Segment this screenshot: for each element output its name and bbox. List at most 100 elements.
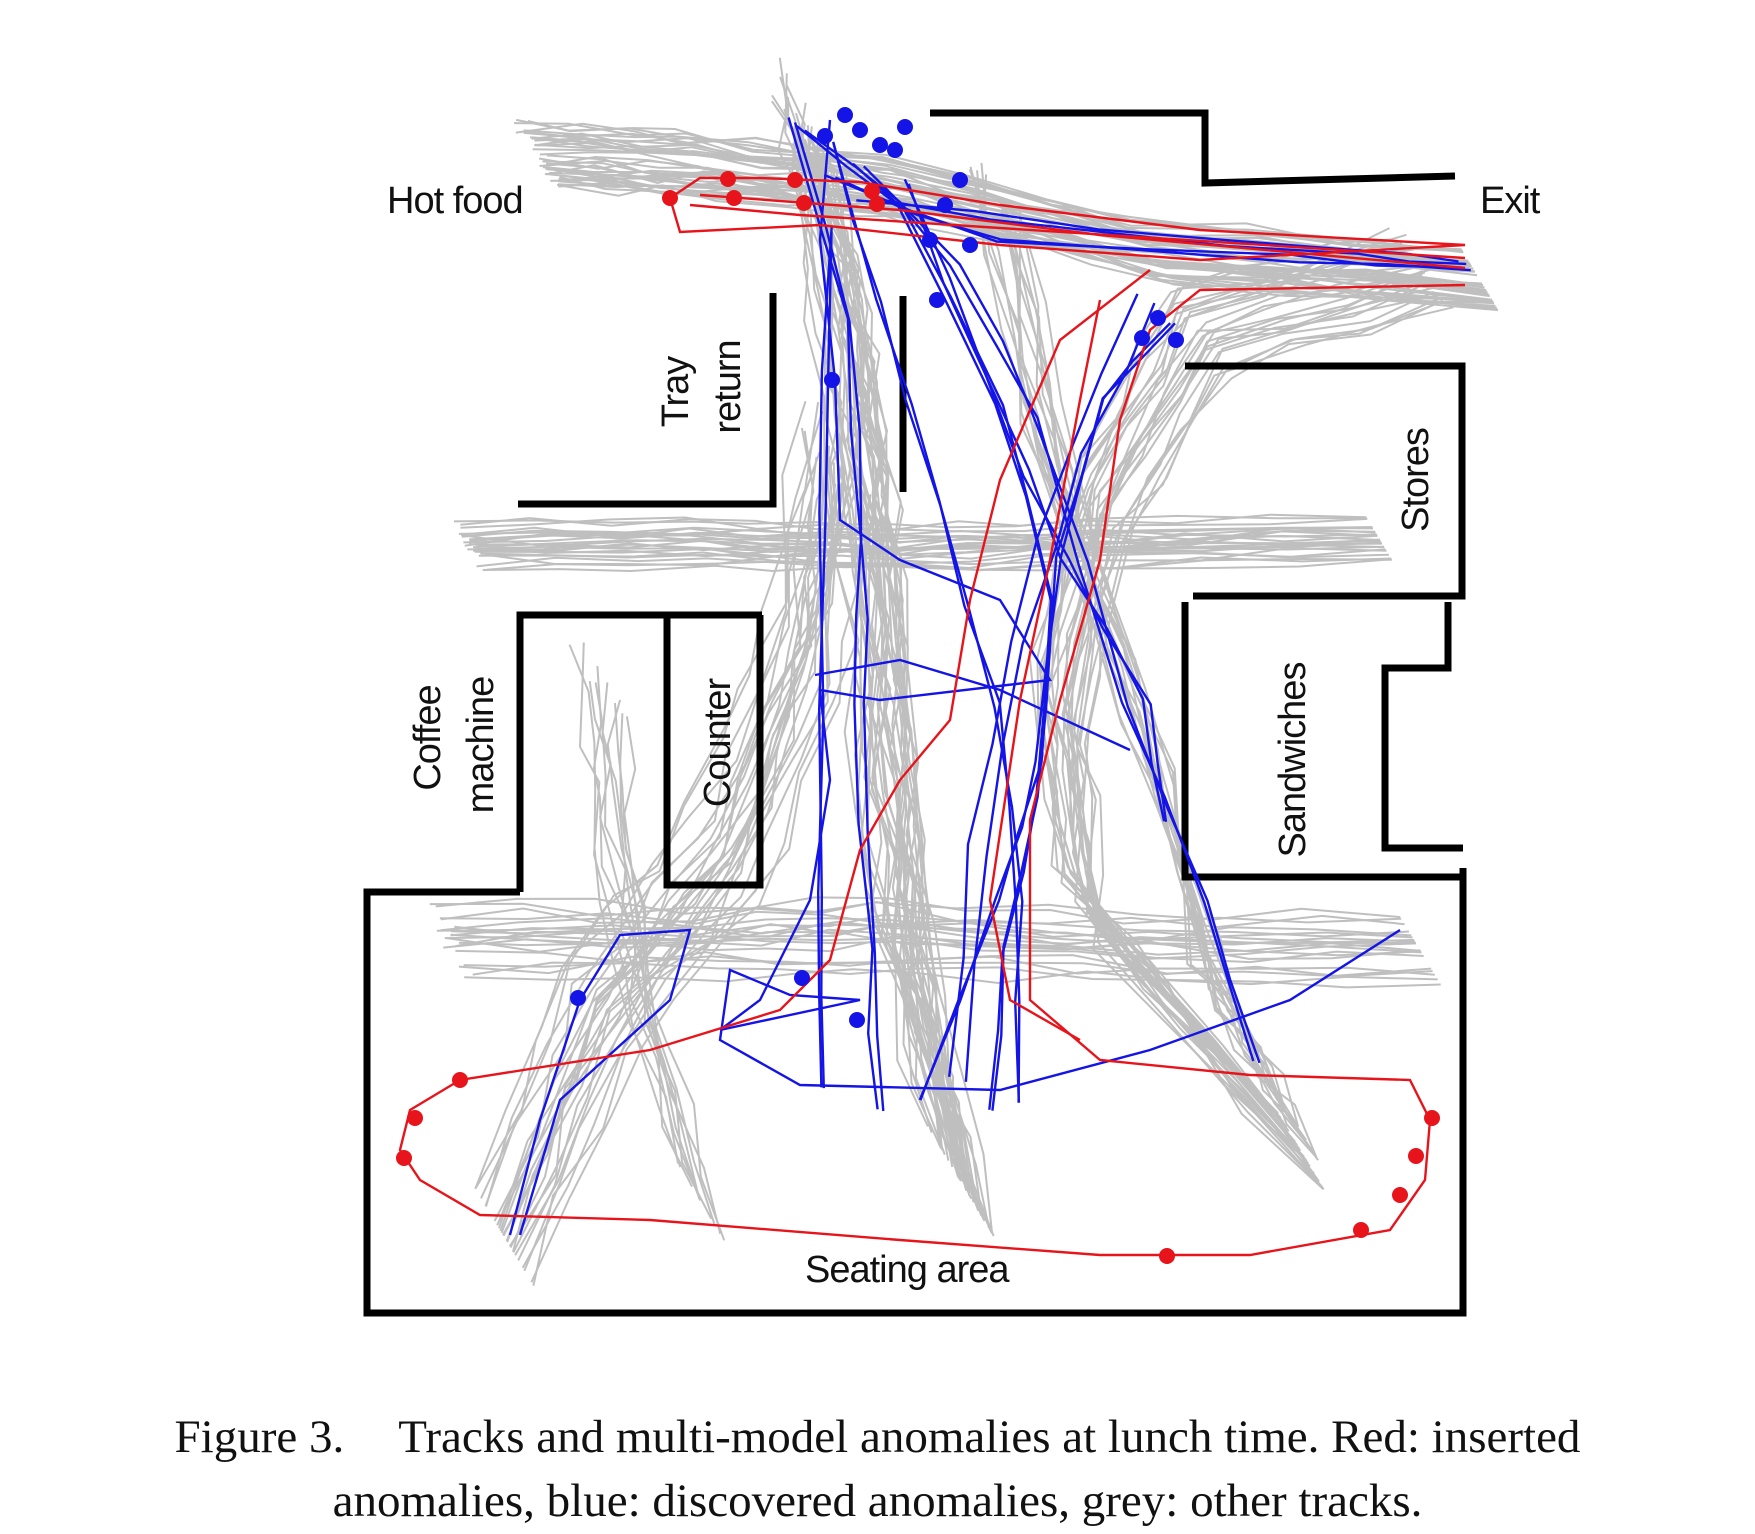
red-marker xyxy=(1424,1110,1440,1126)
blue-marker xyxy=(952,172,968,188)
grey-track xyxy=(458,955,1435,976)
grey-track xyxy=(809,147,971,1196)
blue-track xyxy=(508,928,692,1236)
grey-track xyxy=(460,517,1368,533)
wall-stores xyxy=(1185,362,1466,600)
grey-track xyxy=(463,955,1433,978)
grey-track xyxy=(517,483,837,1261)
grey-track xyxy=(463,529,1376,549)
caption-line-1: Figure 3.Tracks and multi-model anomalie… xyxy=(0,1405,1755,1469)
blue-marker xyxy=(962,237,978,253)
grey-track xyxy=(1041,254,1413,1129)
grey-track xyxy=(474,401,820,1190)
blue-marker xyxy=(937,197,953,213)
blue-track xyxy=(903,178,1168,822)
grey-track xyxy=(512,469,851,1252)
grey-track xyxy=(623,716,726,1241)
grey-track xyxy=(429,896,1402,925)
blue-marker xyxy=(1150,310,1166,326)
grey-track xyxy=(460,513,1367,530)
label-coffee: Coffee xyxy=(407,685,449,790)
blue-marker xyxy=(1134,330,1150,346)
grey-track xyxy=(496,432,824,1226)
grey-track xyxy=(446,935,1424,964)
grey-track xyxy=(588,680,701,1201)
red-marker xyxy=(787,172,803,188)
grey-track xyxy=(592,666,693,1188)
red-marker xyxy=(1353,1222,1369,1238)
grey-track xyxy=(539,159,1487,291)
grey-track xyxy=(614,703,716,1225)
grey-track xyxy=(453,514,1367,533)
discovered-anomaly-markers xyxy=(570,107,1184,1028)
blue-marker xyxy=(887,142,903,158)
grey-track xyxy=(444,922,1415,944)
label-sandwiches: Sandwiches xyxy=(1272,663,1314,858)
grey-track xyxy=(472,538,1380,551)
floor-plan-diagram: Hot food Exit Tray return Stores Coffee … xyxy=(363,57,1542,1317)
grey-track xyxy=(568,644,679,1164)
label-stores: Stores xyxy=(1395,428,1437,532)
blue-track xyxy=(834,176,1471,272)
label-machine: machine xyxy=(460,677,502,814)
blue-marker xyxy=(922,232,938,248)
blue-marker xyxy=(849,1012,865,1028)
grey-track xyxy=(1010,217,1318,1159)
grey-track xyxy=(469,532,1378,553)
red-marker xyxy=(452,1072,468,1088)
grey-track xyxy=(546,154,1485,289)
blue-marker xyxy=(1168,332,1184,348)
grey-track xyxy=(523,131,1463,253)
red-marker xyxy=(796,195,812,211)
grey-track xyxy=(440,917,1412,943)
grey-track xyxy=(1000,203,1299,1127)
blue-marker xyxy=(837,107,853,123)
red-marker xyxy=(869,196,885,212)
red-marker xyxy=(720,171,736,187)
label-counter: Counter xyxy=(697,678,739,808)
label-tray: Tray xyxy=(655,356,697,428)
grey-track xyxy=(531,132,1470,264)
grey-track xyxy=(435,897,1401,921)
grey-track xyxy=(498,450,827,1229)
label-exit: Exit xyxy=(1480,180,1541,222)
blue-marker xyxy=(794,970,810,986)
wall-sandwiches-right xyxy=(1381,602,1463,852)
discovered-anomaly-tracks xyxy=(508,117,1471,1236)
red-marker xyxy=(396,1150,412,1166)
grey-track xyxy=(469,526,1376,545)
wall-counter xyxy=(663,615,764,889)
grey-track xyxy=(461,526,1374,542)
red-marker xyxy=(1392,1187,1408,1203)
wall-coffee-machine xyxy=(516,611,762,892)
grey-track xyxy=(1019,218,1316,1155)
grey-track xyxy=(474,400,807,1190)
blue-track xyxy=(832,142,1024,1103)
grey-track xyxy=(828,155,990,1229)
grey-track xyxy=(502,465,845,1237)
grey-track xyxy=(1006,236,1318,1158)
red-track xyxy=(398,269,1466,1257)
grey-track xyxy=(521,490,857,1269)
caption-text-1: Tracks and multi-model anomalies at lunc… xyxy=(398,1411,1581,1463)
blue-marker xyxy=(570,990,586,1006)
grey-track xyxy=(493,451,821,1222)
wall-sandwiches xyxy=(1181,602,1463,881)
grey-track xyxy=(485,430,815,1207)
red-marker xyxy=(726,190,742,206)
grey-track xyxy=(823,159,993,1234)
blue-track xyxy=(948,293,1139,1077)
blue-marker xyxy=(817,128,833,144)
red-track xyxy=(668,176,1466,262)
wall-tray-return xyxy=(518,293,777,508)
inserted-anomaly-markers xyxy=(396,171,1440,1264)
grey-track xyxy=(578,642,682,1168)
blue-track xyxy=(832,141,1021,1103)
wall-outer xyxy=(363,868,1467,1317)
red-marker xyxy=(1408,1148,1424,1164)
red-marker xyxy=(662,190,678,206)
grey-track xyxy=(526,131,1470,264)
red-track xyxy=(689,203,1466,260)
blue-marker xyxy=(872,137,888,153)
caption-line-2: anomalies, blue: discovered anomalies, g… xyxy=(332,1475,1423,1527)
